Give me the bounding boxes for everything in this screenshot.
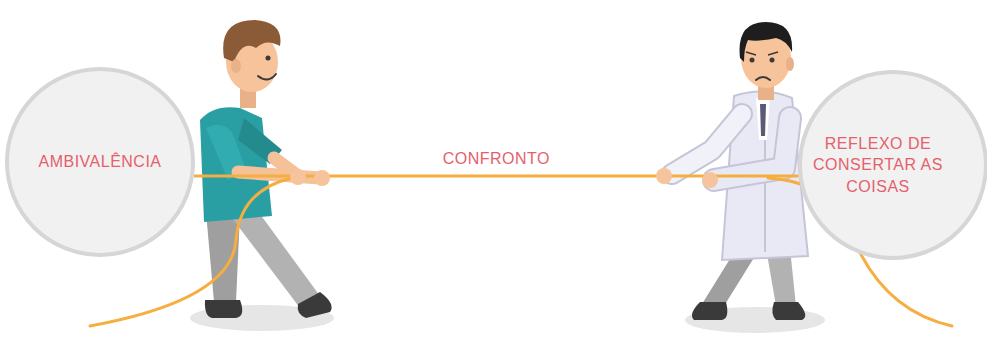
hand bbox=[314, 170, 330, 186]
concept-circle: REFLEXO DE CONSERTAR AS COISAS bbox=[798, 70, 987, 260]
hand bbox=[656, 168, 672, 184]
hand bbox=[290, 169, 306, 185]
edge-label: CONFRONTO bbox=[439, 149, 554, 168]
hand bbox=[702, 172, 718, 188]
concept-label: AMBIVALÊNCIA bbox=[19, 151, 181, 173]
concept-circle: AMBIVALÊNCIA bbox=[5, 67, 195, 257]
concept-label: REFLEXO DE CONSERTAR AS COISAS bbox=[811, 133, 945, 198]
circle-shape bbox=[7, 69, 193, 255]
circle-shape bbox=[800, 72, 986, 258]
